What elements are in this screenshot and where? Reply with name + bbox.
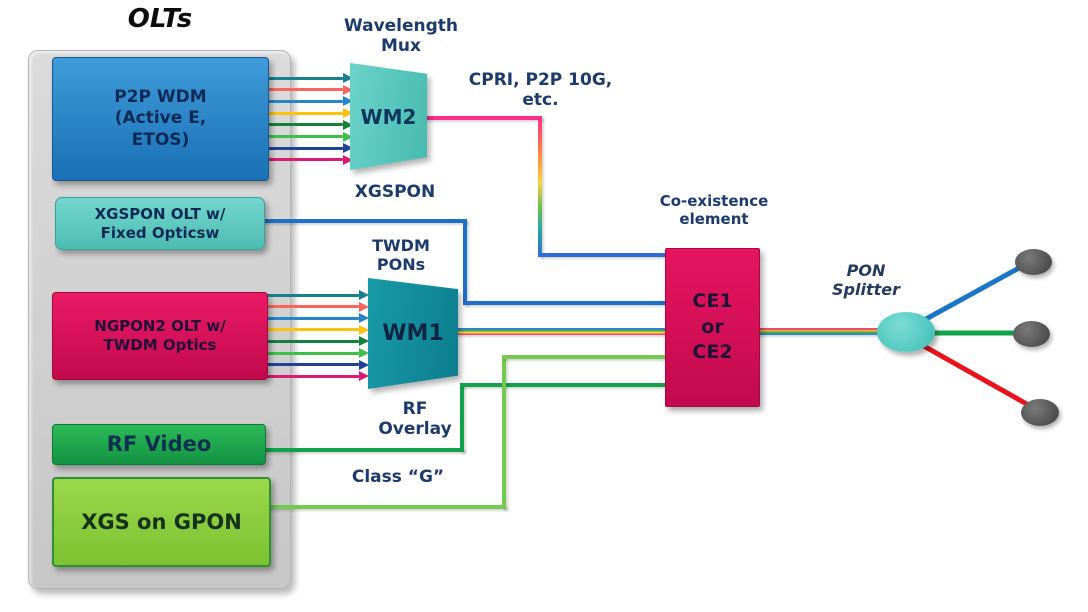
wavelength-arrow-head bbox=[343, 143, 353, 154]
wavelength-arrow bbox=[265, 335, 369, 347]
xgs-line-v bbox=[502, 355, 506, 509]
wavelength-arrow-head bbox=[359, 324, 369, 335]
wavelength-arrow-head bbox=[343, 108, 353, 119]
olt-box-ngpon2: NGPON2 OLT w/ TWDM Optics bbox=[52, 292, 268, 380]
wavelength-arrow bbox=[265, 347, 369, 359]
wavelength-arrow-shaft bbox=[265, 158, 343, 162]
wavelength-arrow-head bbox=[343, 96, 353, 107]
cpri-caption: CPRI, P2P 10G, etc. bbox=[468, 70, 613, 111]
wavelength-arrow bbox=[265, 95, 353, 107]
wavelength-arrow-head bbox=[359, 301, 369, 312]
wavelength-arrow-shaft bbox=[265, 99, 343, 103]
class-g-caption: Class “G” bbox=[351, 467, 445, 487]
pon-splitter-caption: PON Splitter bbox=[832, 261, 900, 299]
coexistence-caption: Co-existence element bbox=[659, 192, 769, 228]
twdm-pons-caption: TWDM PONs bbox=[372, 236, 430, 274]
ce-box: CE1 or CE2 bbox=[665, 248, 760, 407]
wavelength-arrow bbox=[265, 107, 353, 119]
cpri-line-rainbow-v bbox=[538, 116, 542, 257]
wavelength-arrow-shaft bbox=[265, 339, 359, 343]
wavelength-arrow bbox=[265, 119, 353, 131]
wavelength-arrow bbox=[265, 324, 369, 336]
wavelength-arrow-shaft bbox=[265, 293, 359, 297]
wavelength-arrow bbox=[265, 84, 353, 96]
wavelength-arrow-head bbox=[343, 73, 353, 83]
wavelength-arrow-shaft bbox=[265, 305, 359, 309]
wavelength-arrow-shaft bbox=[265, 123, 343, 127]
rf-overlay-caption: RF Overlay bbox=[378, 399, 452, 440]
wavelength-arrow-shaft bbox=[265, 374, 359, 378]
wavelength-arrow-head bbox=[343, 154, 353, 165]
wavelength-arrow-head bbox=[359, 371, 369, 382]
wavelength-arrow bbox=[265, 301, 369, 313]
ce-output-rainbow bbox=[757, 328, 883, 335]
wavelength-arrow-head bbox=[359, 290, 369, 300]
wavelength-arrow-shaft bbox=[265, 146, 343, 150]
wavelength-arrow-head bbox=[359, 336, 369, 347]
wavelength-arrow-shaft bbox=[265, 351, 359, 355]
ngpon2-wavelength-arrows bbox=[265, 289, 369, 389]
xgspon-line-h1 bbox=[263, 219, 467, 223]
wavelength-arrow-shaft bbox=[265, 316, 359, 320]
wavelength-arrow bbox=[265, 359, 369, 371]
wm1-mux: WM1 bbox=[368, 278, 458, 389]
onu-terminal-bottom bbox=[1021, 399, 1059, 426]
wm1-mux-shape: WM1 bbox=[368, 278, 458, 389]
rf-line-h2 bbox=[460, 383, 666, 387]
wavelength-arrow bbox=[265, 370, 369, 382]
wavelength-arrow bbox=[265, 154, 353, 166]
rf-line-v bbox=[460, 383, 464, 452]
xgs-line-h1 bbox=[267, 505, 506, 509]
wavelength-arrow-shaft bbox=[265, 111, 343, 115]
rf-line-h1 bbox=[264, 448, 464, 452]
olt-box-p2p-wdm: P2P WDM (Active E, ETOS) bbox=[52, 57, 269, 181]
olts-title: OLTs bbox=[127, 4, 193, 34]
onu-terminal-middle bbox=[1013, 321, 1050, 347]
wm2-mux: WM2 bbox=[350, 63, 427, 170]
xgs-line-h2 bbox=[502, 355, 666, 359]
wavelength-arrow-head bbox=[359, 313, 369, 324]
wavelength-arrow-head bbox=[359, 359, 369, 370]
wavelength-arrow bbox=[265, 142, 353, 154]
wavelength-arrow bbox=[265, 312, 369, 324]
wavelength-arrow-shaft bbox=[265, 135, 343, 138]
olt-box-rf-video: RF Video bbox=[52, 424, 266, 465]
wavelength-arrow bbox=[265, 289, 369, 301]
xgspon-line-h2 bbox=[463, 301, 666, 305]
xgspon-caption: XGSPON bbox=[354, 182, 436, 202]
cpri-line-blue bbox=[540, 253, 666, 257]
xgspon-line-v bbox=[463, 219, 467, 305]
wavelength-arrow-shaft bbox=[265, 88, 343, 92]
cpri-line-pink bbox=[424, 116, 542, 120]
wavelength-arrow-head bbox=[343, 119, 353, 130]
onu-terminal-top bbox=[1015, 249, 1052, 275]
wavelength-arrow-shaft bbox=[265, 328, 359, 332]
olt-box-xgspon-olt: XGSPON OLT w/ Fixed Opticsw bbox=[55, 197, 265, 250]
p2p-wdm-wavelength-arrows bbox=[265, 72, 353, 172]
pon-splitter-node bbox=[877, 312, 935, 352]
wavelength-arrow bbox=[265, 72, 353, 84]
wavelength-arrow-head bbox=[359, 348, 369, 358]
wavelength-mux-caption: Wavelength Mux bbox=[343, 16, 459, 57]
wavelength-arrow-shaft bbox=[265, 363, 359, 367]
wm2-mux-shape: WM2 bbox=[350, 63, 427, 170]
wavelength-arrow-head bbox=[343, 84, 353, 95]
wavelength-arrow-head bbox=[343, 131, 353, 142]
wavelength-arrow bbox=[265, 131, 353, 143]
wm1-output-rainbow bbox=[455, 328, 666, 335]
wavelength-arrow-shaft bbox=[265, 76, 343, 80]
olt-box-xgs-gpon: XGS on GPON bbox=[52, 477, 271, 567]
